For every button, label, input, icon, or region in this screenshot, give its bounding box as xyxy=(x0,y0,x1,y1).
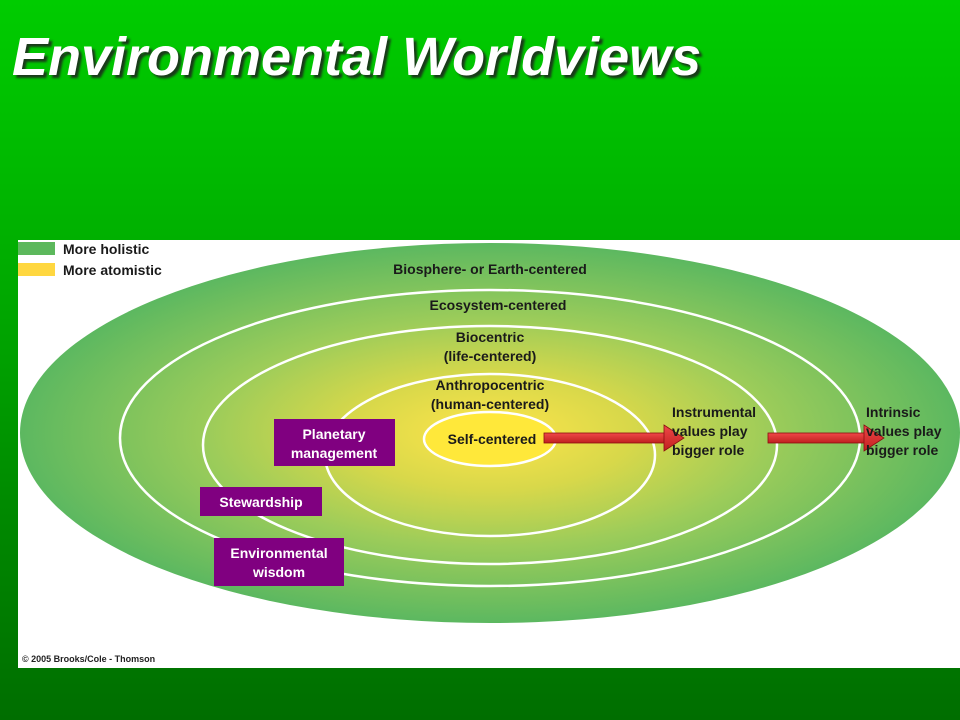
legend-holistic-label: More holistic xyxy=(63,241,150,257)
intrinsic-label-line3: bigger role xyxy=(866,442,939,458)
self-centered-label: Self-centered xyxy=(448,431,537,447)
anthropocentric-label-line1: Anthropocentric xyxy=(436,377,545,393)
biosphere-label: Biosphere- or Earth-centered xyxy=(393,261,587,277)
biocentric-ring xyxy=(201,324,779,566)
instrumental-label-line1: Instrumental xyxy=(672,404,756,420)
anthropocentric-label-line2: (human-centered) xyxy=(431,396,549,412)
instrumental-label-line2: values play xyxy=(672,423,748,439)
planetary-management-line1: Planetary xyxy=(302,426,365,442)
environmental-wisdom-box xyxy=(214,538,344,586)
instrumental-label-line3: bigger role xyxy=(672,442,745,458)
environmental-wisdom-line2: wisdom xyxy=(252,564,305,580)
biocentric-label-line2: (life-centered) xyxy=(444,348,537,364)
intrinsic-label-line2: values play xyxy=(866,423,942,439)
planetary-management-line2: management xyxy=(291,445,378,461)
intrinsic-label-line1: Intrinsic xyxy=(866,404,921,420)
page-title: Environmental Worldviews xyxy=(12,27,702,87)
ecosystem-label: Ecosystem-centered xyxy=(430,297,567,313)
biocentric-label-line1: Biocentric xyxy=(456,329,525,345)
arrow-to-intrinsic xyxy=(767,424,885,452)
arrow-to-instrumental xyxy=(543,424,685,452)
legend-atomistic-swatch xyxy=(18,263,55,276)
stewardship-box xyxy=(200,487,322,516)
legend-atomistic-label: More atomistic xyxy=(63,262,162,278)
diagram-panel: More holistic More atomistic Biosphere- … xyxy=(18,240,960,668)
environmental-wisdom-line1: Environmental xyxy=(230,545,327,561)
planetary-management-box xyxy=(274,419,395,466)
stewardship-label: Stewardship xyxy=(219,494,302,510)
worldviews-diagram: More holistic More atomistic Biosphere- … xyxy=(18,241,960,664)
legend-holistic-swatch xyxy=(18,242,55,255)
copyright-notice: © 2005 Brooks/Cole - Thomson xyxy=(22,654,155,664)
